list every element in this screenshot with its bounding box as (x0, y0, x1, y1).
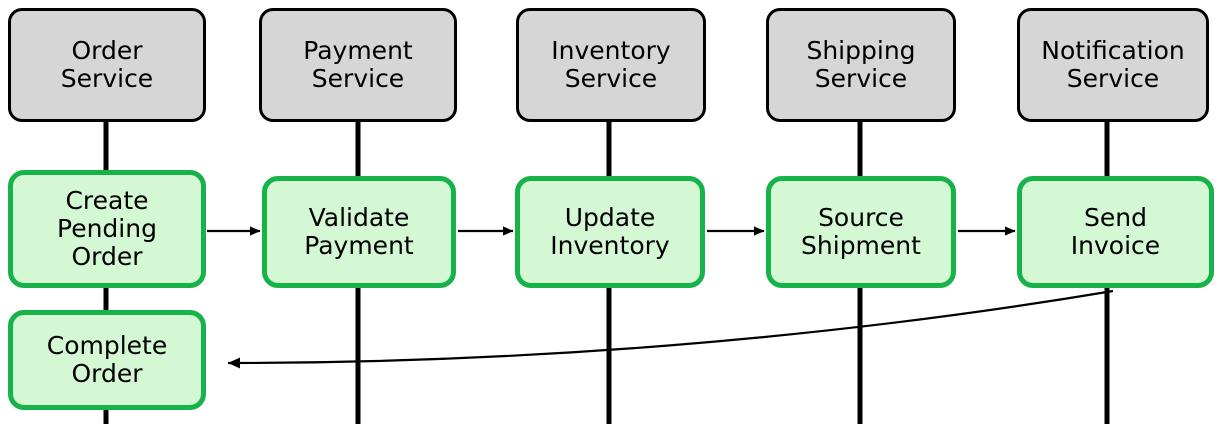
lane-header-shipping-service-line-2: Service (814, 64, 908, 93)
activity-source-shipment[interactable]: Source Shipment (766, 176, 956, 288)
activity-complete-order-line-2: Order (71, 359, 143, 388)
activity-send-invoice-line-1: Send (1084, 203, 1147, 232)
activity-create-pending-order-line-1: Create (65, 186, 149, 215)
activity-send-invoice[interactable]: Send Invoice (1017, 176, 1214, 288)
lane-header-shipping-service[interactable]: Shipping Service (766, 8, 956, 122)
arrow-send-invoice-to-complete-order (227, 289, 1114, 369)
activity-validate-payment-line-1: Validate (308, 203, 410, 232)
activity-create-pending-order-line-3: Order (71, 242, 143, 271)
lane-header-notification-service-line-2: Service (1066, 64, 1160, 93)
lane-header-order-service[interactable]: Order Service (8, 8, 206, 122)
activity-complete-order-line-1: Complete (46, 331, 168, 360)
lane-header-order-service-line-1: Order (71, 36, 143, 65)
activity-update-inventory-line-1: Update (564, 203, 656, 232)
lane-header-notification-service-line-1: Notification (1041, 36, 1185, 65)
lane-header-shipping-service-line-1: Shipping (806, 36, 916, 65)
activity-validate-payment[interactable]: Validate Payment (262, 176, 456, 288)
activity-validate-payment-line-2: Payment (304, 231, 414, 260)
lane-header-payment-service-line-1: Payment (303, 36, 413, 65)
activity-source-shipment-line-1: Source (818, 203, 904, 232)
lane-header-payment-service-line-2: Service (311, 64, 405, 93)
activity-update-inventory-line-2: Inventory (550, 231, 670, 260)
activity-create-pending-order[interactable]: Create Pending Order (8, 170, 206, 288)
lane-header-inventory-service-line-2: Service (564, 64, 658, 93)
lane-header-payment-service[interactable]: Payment Service (259, 8, 457, 122)
lane-header-inventory-service[interactable]: Inventory Service (516, 8, 706, 122)
activity-create-pending-order-line-2: Pending (57, 214, 157, 243)
activity-update-inventory[interactable]: Update Inventory (515, 176, 705, 288)
activity-complete-order[interactable]: Complete Order (8, 310, 206, 410)
lane-header-notification-service[interactable]: Notification Service (1017, 8, 1209, 122)
lane-header-inventory-service-line-1: Inventory (551, 36, 671, 65)
activity-source-shipment-line-2: Shipment (801, 231, 921, 260)
lane-header-order-service-line-2: Service (60, 64, 154, 93)
activity-send-invoice-line-2: Invoice (1070, 231, 1161, 260)
